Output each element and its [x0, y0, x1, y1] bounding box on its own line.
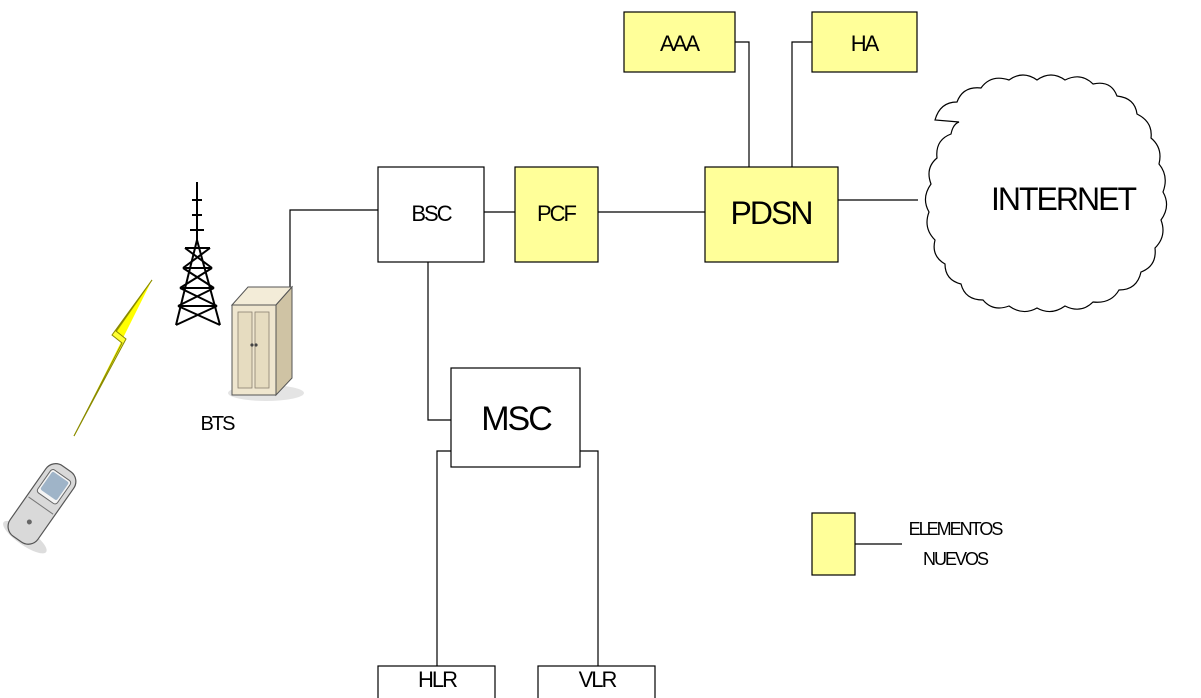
hlr-node: [377, 665, 496, 698]
pdsn-aaa-link: [735, 41, 750, 167]
legend-swatch: [811, 512, 856, 576]
bsc-node: [377, 166, 485, 263]
legend-line1: ELEMENTOS: [909, 519, 1004, 539]
ha-label: HA: [851, 31, 880, 56]
vlr-node: [537, 665, 656, 698]
aaa-label: AAA: [660, 31, 700, 56]
pdsn-node: [704, 166, 839, 263]
internet-label: INTERNET: [991, 181, 1136, 217]
pdsn-label: PDSN: [731, 195, 812, 231]
internet-cloud-icon: [924, 74, 1168, 313]
antenna-tower-icon: [175, 182, 221, 326]
vlr-label: VLR: [579, 667, 617, 692]
msc-label: MSC: [481, 400, 552, 438]
bsc-label: BSC: [411, 201, 452, 226]
mobile-phone-icon: [3, 463, 77, 554]
pcf-label: PCF: [537, 201, 577, 226]
bts-label: BTS: [201, 413, 236, 435]
bts-bsc-link: [289, 209, 378, 292]
pdsn-ha-link: [791, 41, 812, 167]
server-cabinet-icon: [228, 285, 304, 401]
bsc-msc-link: [427, 262, 451, 421]
ha-node: [811, 11, 918, 73]
aaa-node: [623, 11, 736, 73]
msc-hlr-link: [436, 450, 451, 666]
msc-node: [450, 367, 581, 468]
msc-vlr-link: [580, 450, 599, 666]
pcf-node: [514, 166, 599, 263]
connectors: [289, 41, 918, 666]
legend-line2: NUEVOS: [923, 549, 989, 569]
hlr-label: HLR: [418, 667, 457, 692]
lightning-fill: [73, 279, 153, 437]
